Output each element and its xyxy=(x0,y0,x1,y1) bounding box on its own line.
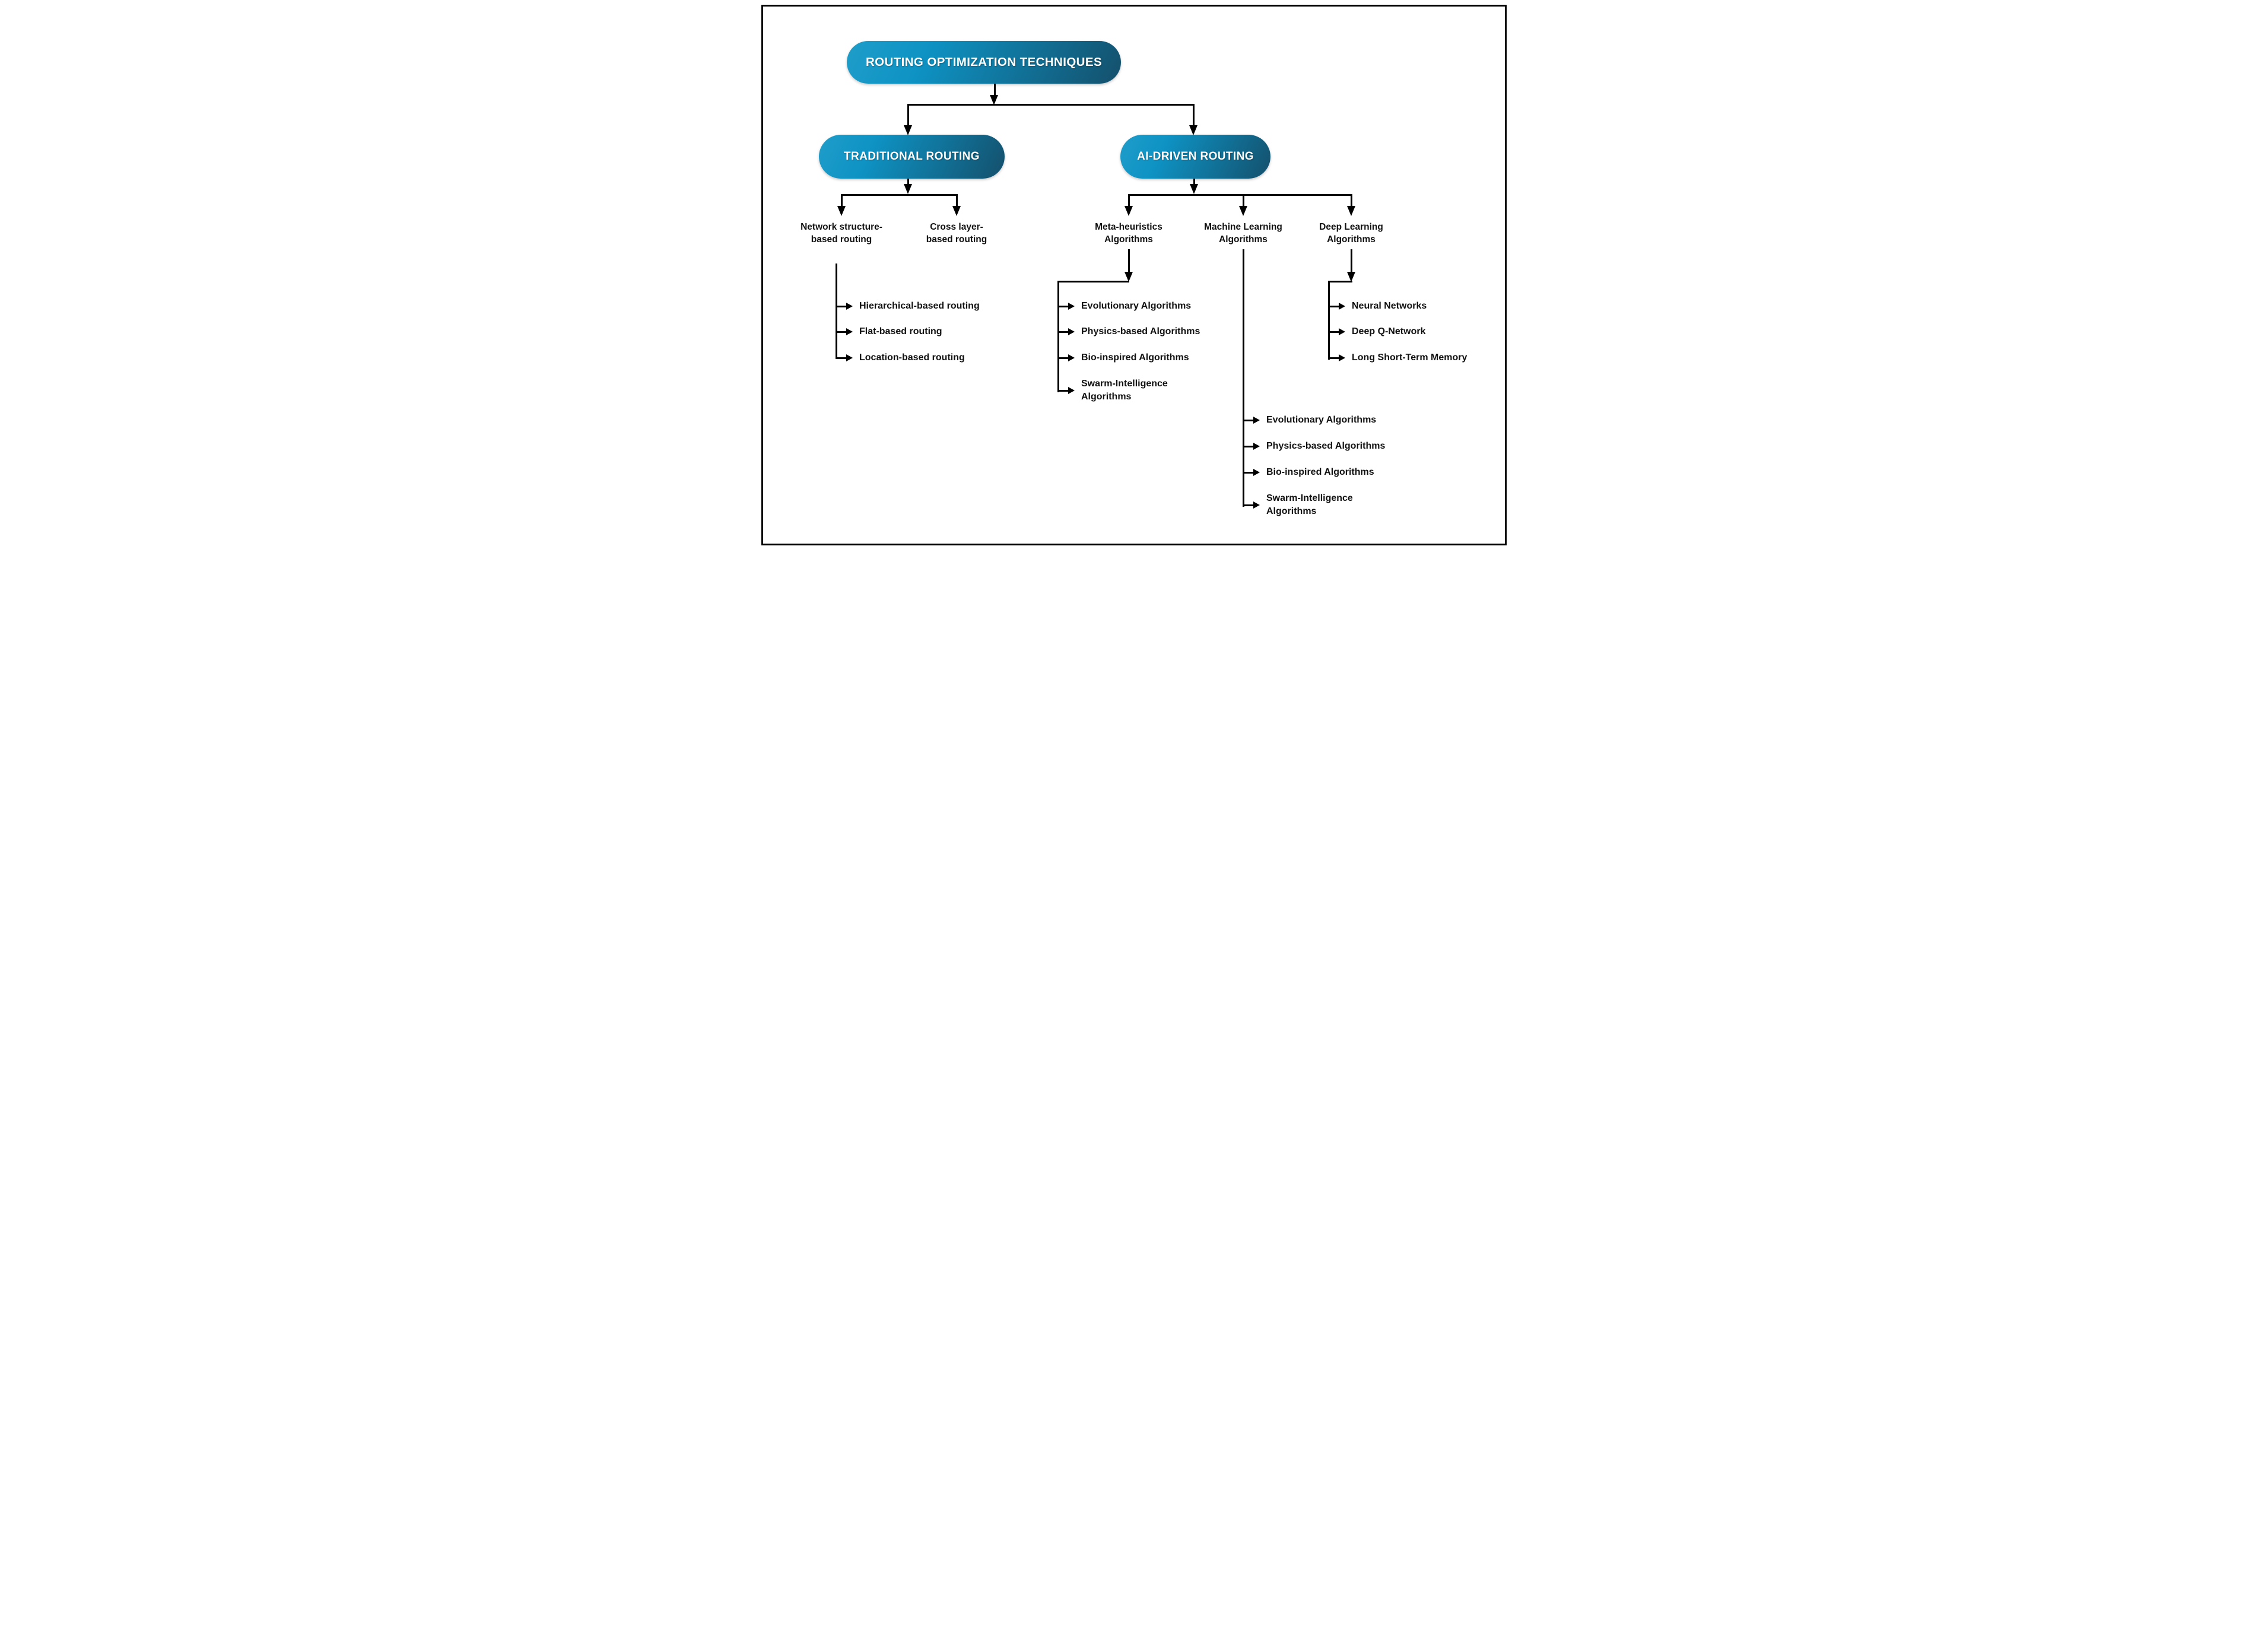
group-label-deep-learning-algorithms: Deep Learning Algorithms xyxy=(1319,222,1383,245)
leaf-bio-inspired-algorithms: Bio-inspired Algorithms xyxy=(1081,353,1189,363)
arrow-right-icon xyxy=(1253,443,1260,450)
figure-border xyxy=(761,5,1507,545)
connector-line xyxy=(1057,306,1069,307)
arrow-right-icon xyxy=(1339,303,1345,310)
arrow-right-icon xyxy=(1068,303,1075,310)
arrow-down-icon xyxy=(1347,272,1355,282)
connector-line xyxy=(907,179,909,185)
connector-line xyxy=(1328,357,1339,359)
arrow-down-icon xyxy=(1190,184,1198,194)
connector-line xyxy=(956,194,958,207)
connector-line xyxy=(836,263,837,359)
arrow-down-icon xyxy=(1125,272,1133,282)
connector-line xyxy=(1057,281,1129,282)
connector-line xyxy=(1057,281,1059,392)
leaf-physics-based-algorithms: Physics-based Algorithms xyxy=(1266,441,1386,451)
arrow-right-icon xyxy=(1339,328,1345,335)
routing-taxonomy-diagram: ROUTING OPTIMIZATION TECHNIQUES TRADITIO… xyxy=(756,0,1512,550)
group-label-cross-layer-based-routing: Cross layer-based routing xyxy=(926,222,987,245)
node-label: TRADITIONAL ROUTING xyxy=(844,150,980,163)
arrow-down-icon xyxy=(1189,125,1197,135)
connector-line xyxy=(1243,504,1254,506)
leaf-long-short-term-memory: Long Short-Term Memory xyxy=(1352,353,1467,363)
arrow-down-icon xyxy=(1347,206,1355,216)
group-label-network-structure-based-routing: Network structure-based routing xyxy=(801,222,882,245)
connector-line xyxy=(1328,281,1352,282)
connector-line xyxy=(1057,357,1069,359)
connector-line xyxy=(841,194,843,207)
leaf-swarm-intelligence-algorithms: Swarm-Intelligence Algorithms xyxy=(1081,379,1168,402)
connector-line xyxy=(1193,104,1195,126)
arrow-down-icon xyxy=(904,125,912,135)
connector-line xyxy=(1351,194,1352,207)
leaf-evolutionary-algorithms: Evolutionary Algorithms xyxy=(1081,301,1192,311)
leaf-physics-based-algorithms: Physics-based Algorithms xyxy=(1081,326,1200,336)
arrow-right-icon xyxy=(1068,354,1075,361)
connector-line xyxy=(836,331,847,333)
connector-line xyxy=(1243,446,1254,447)
leaf-neural-networks: Neural Networks xyxy=(1352,301,1427,311)
leaf-location-based-routing: Location-based routing xyxy=(859,353,965,363)
connector-line xyxy=(1243,249,1244,507)
node-routing-optimization-techniques: ROUTING OPTIMIZATION TECHNIQUES xyxy=(847,41,1121,84)
leaf-hierarchical-based-routing: Hierarchical-based routing xyxy=(859,301,980,311)
connector-line xyxy=(836,357,847,359)
connector-line xyxy=(1243,194,1244,207)
arrow-down-icon xyxy=(990,95,998,105)
arrow-right-icon xyxy=(1068,387,1075,394)
arrow-right-icon xyxy=(1253,417,1260,424)
group-label-machine-learning-algorithms: Machine Learning Algorithms xyxy=(1204,222,1282,245)
leaf-bio-inspired-algorithms: Bio-inspired Algorithms xyxy=(1266,467,1374,477)
group-label-meta-heuristics-algorithms: Meta-heuristics Algorithms xyxy=(1095,222,1162,245)
arrow-down-icon xyxy=(952,206,961,216)
connector-line xyxy=(994,84,996,96)
node-label: ROUTING OPTIMIZATION TECHNIQUES xyxy=(865,55,1103,69)
connector-line xyxy=(1128,194,1130,207)
connector-line xyxy=(841,194,958,196)
arrow-right-icon xyxy=(846,354,853,361)
connector-line xyxy=(1328,331,1339,333)
connector-line xyxy=(836,306,847,307)
connector-line xyxy=(907,104,909,126)
arrow-down-icon xyxy=(1239,206,1247,216)
node-traditional-routing: TRADITIONAL ROUTING xyxy=(819,135,1005,179)
arrow-right-icon xyxy=(1068,328,1075,335)
leaf-flat-based-routing: Flat-based routing xyxy=(859,326,942,336)
connector-line xyxy=(1057,331,1069,333)
arrow-right-icon xyxy=(1253,501,1260,509)
arrow-right-icon xyxy=(1339,354,1345,361)
connector-line xyxy=(1243,472,1254,474)
arrow-right-icon xyxy=(846,303,853,310)
arrow-right-icon xyxy=(1253,469,1260,476)
connector-line xyxy=(1328,281,1330,360)
arrow-down-icon xyxy=(837,206,846,216)
arrow-right-icon xyxy=(846,328,853,335)
connector-line xyxy=(1128,194,1352,196)
connector-line xyxy=(1057,390,1069,392)
arrow-down-icon xyxy=(904,184,912,194)
connector-line xyxy=(908,104,1194,106)
node-label: AI-DRIVEN ROUTING xyxy=(1137,150,1254,163)
leaf-evolutionary-algorithms: Evolutionary Algorithms xyxy=(1266,415,1377,425)
node-ai-driven-routing: AI-DRIVEN ROUTING xyxy=(1120,135,1270,179)
connector-line xyxy=(1128,249,1130,272)
connector-line xyxy=(1328,306,1339,307)
leaf-swarm-intelligence-algorithms: Swarm-Intelligence Algorithms xyxy=(1266,493,1353,516)
leaf-deep-q-network: Deep Q-Network xyxy=(1352,326,1426,336)
connector-line xyxy=(1351,249,1352,272)
connector-line xyxy=(1243,420,1254,421)
arrow-down-icon xyxy=(1125,206,1133,216)
connector-line xyxy=(1193,179,1195,185)
